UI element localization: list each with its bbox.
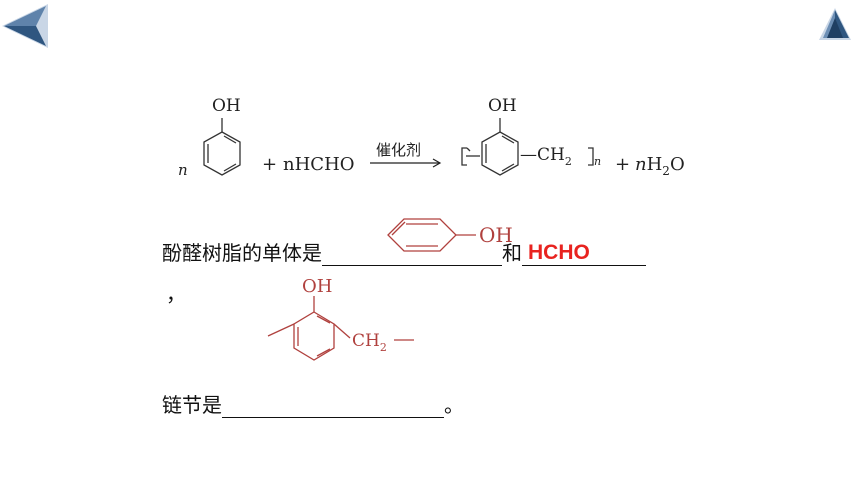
monomer-answer: OH bbox=[376, 205, 526, 257]
repeat-n: n bbox=[594, 155, 601, 168]
phenol-structure bbox=[203, 118, 241, 176]
conjunction: 和 bbox=[502, 241, 522, 265]
question-monomer-text: 酚醛树脂的单体是 bbox=[162, 241, 322, 265]
reaction-equation: n OH + nHCHO 催化剂 OH —CH2 bbox=[170, 85, 710, 195]
answer-blank-1[interactable] bbox=[322, 243, 502, 266]
logo bbox=[815, 4, 855, 44]
answer-blank-2[interactable]: HCHO bbox=[522, 241, 646, 266]
chain-ch2: CH2 bbox=[352, 331, 387, 354]
question-monomer: 酚醛树脂的单体是 和 HCHO bbox=[162, 240, 646, 266]
answer-blank-3[interactable] bbox=[222, 395, 444, 418]
plus-sign-2: + bbox=[615, 154, 630, 175]
question-chain-unit: 链节是 。 bbox=[162, 392, 464, 418]
polymer-ch2: —CH2 bbox=[520, 145, 572, 168]
phenol-oh: OH bbox=[212, 96, 241, 116]
coef-n: n bbox=[178, 161, 188, 179]
answer-hcho: HCHO bbox=[528, 241, 590, 264]
water: nH2O bbox=[635, 154, 685, 178]
back-button[interactable] bbox=[0, 0, 52, 52]
chain-unit-answer: OH CH2 bbox=[262, 272, 432, 387]
comma: ， bbox=[166, 282, 186, 306]
period: 。 bbox=[444, 393, 464, 417]
plus-sign: + bbox=[262, 154, 277, 175]
polymer-oh: OH bbox=[488, 96, 517, 116]
chain-oh: OH bbox=[302, 276, 332, 297]
mountain-logo-icon bbox=[819, 8, 851, 40]
back-arrow-icon bbox=[2, 4, 48, 48]
monomer-oh: OH bbox=[479, 223, 513, 247]
polymer-structure bbox=[461, 118, 594, 176]
question-chain-text: 链节是 bbox=[162, 393, 222, 417]
reagent-hcho: nHCHO bbox=[283, 154, 355, 175]
catalyst-label: 催化剂 bbox=[376, 141, 421, 159]
